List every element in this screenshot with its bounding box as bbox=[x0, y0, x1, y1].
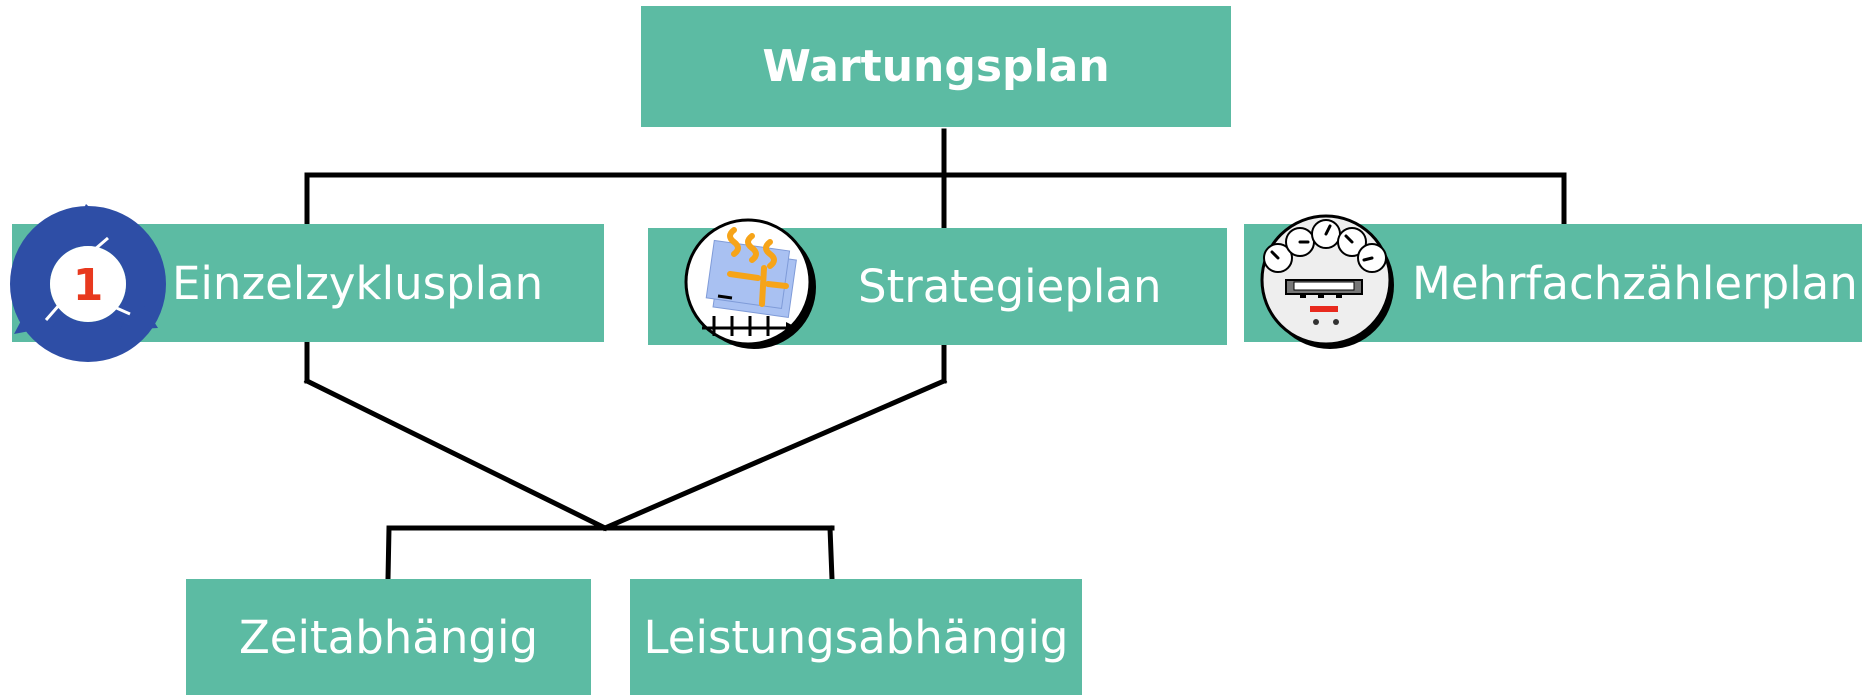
node-einzelzyklusplan-label: Einzelzyklusplan bbox=[172, 256, 544, 310]
node-mehrfachzaehlerplan-label: Mehrfachzählerplan bbox=[1412, 256, 1858, 310]
strategy-calendar-icon bbox=[684, 218, 816, 349]
node-wartungsplan-label: Wartungsplan bbox=[762, 41, 1110, 92]
node-zeitabhaengig-label: Zeitabhängig bbox=[238, 610, 539, 664]
node-strategieplan-label: Strategieplan bbox=[858, 260, 1162, 313]
counter-meter-icon bbox=[1260, 214, 1394, 349]
node-leistungsabhaengig: Leistungsabhängig bbox=[630, 579, 1082, 695]
node-wartungsplan: Wartungsplan bbox=[641, 6, 1231, 127]
cycle-icon-number: 1 bbox=[73, 260, 104, 311]
cycle-icon: 1 bbox=[10, 204, 166, 362]
node-zeitabhaengig: Zeitabhängig bbox=[186, 579, 591, 695]
node-leistungsabhaengig-label: Leistungsabhängig bbox=[643, 610, 1069, 664]
